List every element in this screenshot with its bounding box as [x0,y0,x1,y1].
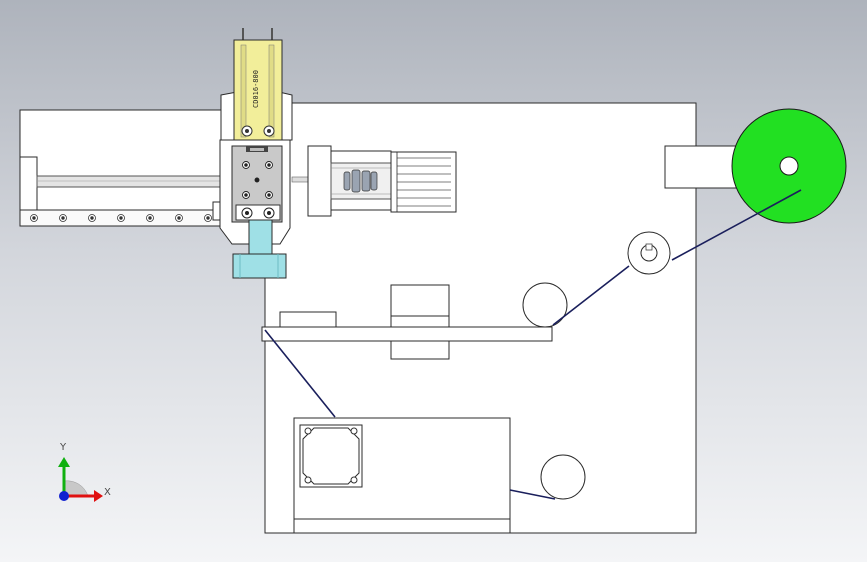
gripper-block[interactable] [219,139,291,245]
part-marking: CD016-800 [252,70,260,108]
triad-x-label: X [104,487,111,498]
cylinder-slide[interactable]: CD016-800 [220,28,293,141]
nozzle-head[interactable] [232,219,287,279]
guide-roller-top[interactable] [627,231,671,275]
table-clamp [279,311,337,328]
reel-bracket[interactable] [664,145,743,189]
pressing-block[interactable] [390,284,450,360]
feed-roller[interactable] [522,282,568,328]
servo-motor[interactable] [307,145,457,217]
wire-path [264,189,802,500]
take-up-roller[interactable] [540,454,586,500]
coupling [343,169,378,193]
feed-table[interactable] [261,326,553,342]
rail-screw-holes [30,214,212,222]
control-box[interactable] [293,417,511,534]
z-axis-dot [59,491,69,501]
axis-triad [58,457,103,502]
green-wire-reel[interactable] [731,108,847,224]
lead-screw [291,176,311,183]
triad-y-label: Y [60,442,67,453]
linear-rail-assembly[interactable] [19,109,231,227]
gripper-bolts [242,161,273,199]
